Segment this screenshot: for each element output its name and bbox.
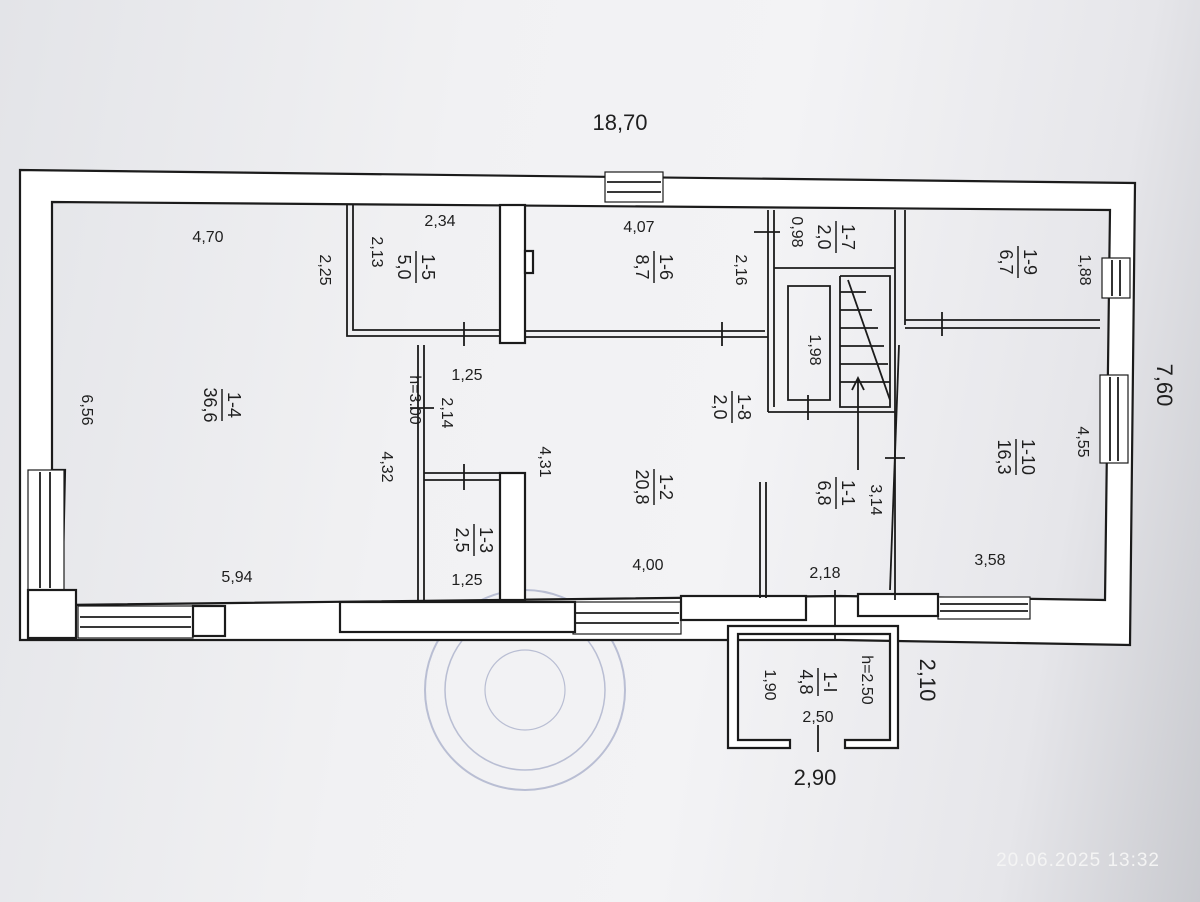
overall-length-label: 18,70 bbox=[592, 110, 647, 135]
dimension-labels: 4,70 5,94 2,34 4,07 h=3.00 1,25 1,25 4,0… bbox=[192, 213, 1005, 726]
svg-text:1,88: 1,88 bbox=[1076, 254, 1093, 285]
svg-text:1,25: 1,25 bbox=[451, 572, 482, 589]
svg-text:1-10: 1-10 bbox=[1018, 439, 1038, 475]
room-1-4: 1-4 36,6 bbox=[200, 387, 244, 422]
room-1-2: 1-2 20,8 bbox=[632, 469, 676, 505]
svg-text:1-6: 1-6 bbox=[656, 254, 676, 280]
svg-text:2,5: 2,5 bbox=[452, 527, 472, 552]
svg-text:3,14: 3,14 bbox=[867, 484, 884, 515]
room-labels: 1-4 36,6 1-5 5,0 1-6 8,7 1-7 2,0 1-9 6,7… bbox=[200, 221, 1040, 696]
svg-text:4,55: 4,55 bbox=[1074, 426, 1091, 457]
room-1-2-height-label: h=3.00 bbox=[406, 375, 423, 424]
room-1-10: 1-10 16,3 bbox=[994, 439, 1038, 475]
wall-blocks bbox=[26, 588, 940, 640]
svg-text:6,7: 6,7 bbox=[996, 249, 1016, 274]
svg-text:1-3: 1-3 bbox=[476, 527, 496, 553]
interior-walls bbox=[346, 203, 1100, 602]
svg-text:2,0: 2,0 bbox=[710, 394, 730, 419]
svg-text:2,34: 2,34 bbox=[424, 213, 455, 230]
overall-width-label: 7,60 bbox=[1152, 364, 1177, 407]
windows bbox=[27, 171, 1131, 639]
svg-text:2,0: 2,0 bbox=[814, 224, 834, 249]
porch-height-label: h=2.50 bbox=[858, 655, 875, 704]
svg-text:20,8: 20,8 bbox=[632, 469, 652, 504]
room-1-9: 1-9 6,7 bbox=[996, 246, 1040, 278]
svg-text:1-5: 1-5 bbox=[418, 254, 438, 280]
porch-depth-label: 2,10 bbox=[915, 659, 940, 702]
svg-text:4,32: 4,32 bbox=[378, 451, 395, 482]
room-1-1: 1-1 6,8 bbox=[814, 477, 858, 509]
svg-text:4,70: 4,70 bbox=[192, 229, 223, 246]
svg-text:16,3: 16,3 bbox=[994, 439, 1014, 474]
room-1-I: 1-I 4,8 bbox=[796, 668, 840, 696]
porch bbox=[726, 624, 900, 750]
svg-text:1,90: 1,90 bbox=[761, 669, 778, 700]
svg-text:2,14: 2,14 bbox=[438, 397, 455, 428]
svg-text:2,16: 2,16 bbox=[732, 254, 749, 285]
svg-text:36,6: 36,6 bbox=[200, 387, 220, 422]
overall-dimensions: 18,70 7,60 2,10 2,90 bbox=[592, 110, 1177, 790]
room-1-6: 1-6 8,7 bbox=[632, 251, 676, 283]
room-1-5: 1-5 5,0 bbox=[394, 251, 438, 283]
room-1-7: 1-7 2,0 bbox=[814, 221, 858, 253]
svg-text:4,07: 4,07 bbox=[623, 219, 654, 236]
svg-text:5,0: 5,0 bbox=[394, 254, 414, 279]
svg-text:1-2: 1-2 bbox=[656, 474, 676, 500]
svg-text:5,94: 5,94 bbox=[221, 569, 252, 586]
room-1-3: 1-3 2,5 bbox=[452, 524, 496, 556]
outer-walls bbox=[18, 168, 1137, 647]
svg-text:4,8: 4,8 bbox=[796, 669, 816, 694]
svg-text:1-7: 1-7 bbox=[838, 224, 858, 250]
svg-text:8,7: 8,7 bbox=[632, 254, 652, 279]
svg-text:6,56: 6,56 bbox=[78, 394, 95, 425]
svg-text:2,25: 2,25 bbox=[316, 254, 333, 285]
svg-text:1-I: 1-I bbox=[820, 671, 840, 692]
svg-text:2,13: 2,13 bbox=[368, 236, 385, 267]
vertical-dimension-labels: 6,56 2,25 2,13 2,16 0,98 1,88 4,55 1,98 … bbox=[78, 216, 1093, 704]
svg-text:4,31: 4,31 bbox=[536, 446, 553, 477]
svg-text:1-4: 1-4 bbox=[224, 392, 244, 418]
svg-text:2,50: 2,50 bbox=[802, 709, 833, 726]
room-1-8: 1-8 2,0 bbox=[710, 391, 754, 423]
svg-text:4,00: 4,00 bbox=[632, 557, 663, 574]
svg-text:3,58: 3,58 bbox=[974, 552, 1005, 569]
photo-timestamp: 20.06.2025 13:32 bbox=[996, 850, 1160, 871]
svg-text:1,25: 1,25 bbox=[451, 367, 482, 384]
staircase bbox=[787, 275, 891, 470]
svg-text:1-9: 1-9 bbox=[1020, 249, 1040, 275]
porch-width-label: 2,90 bbox=[794, 765, 837, 790]
svg-text:1-1: 1-1 bbox=[838, 480, 858, 506]
svg-text:1,98: 1,98 bbox=[806, 334, 823, 365]
svg-text:6,8: 6,8 bbox=[814, 480, 834, 505]
svg-text:1-8: 1-8 bbox=[734, 394, 754, 420]
svg-text:0,98: 0,98 bbox=[788, 216, 805, 247]
svg-text:2,18: 2,18 bbox=[809, 565, 840, 582]
